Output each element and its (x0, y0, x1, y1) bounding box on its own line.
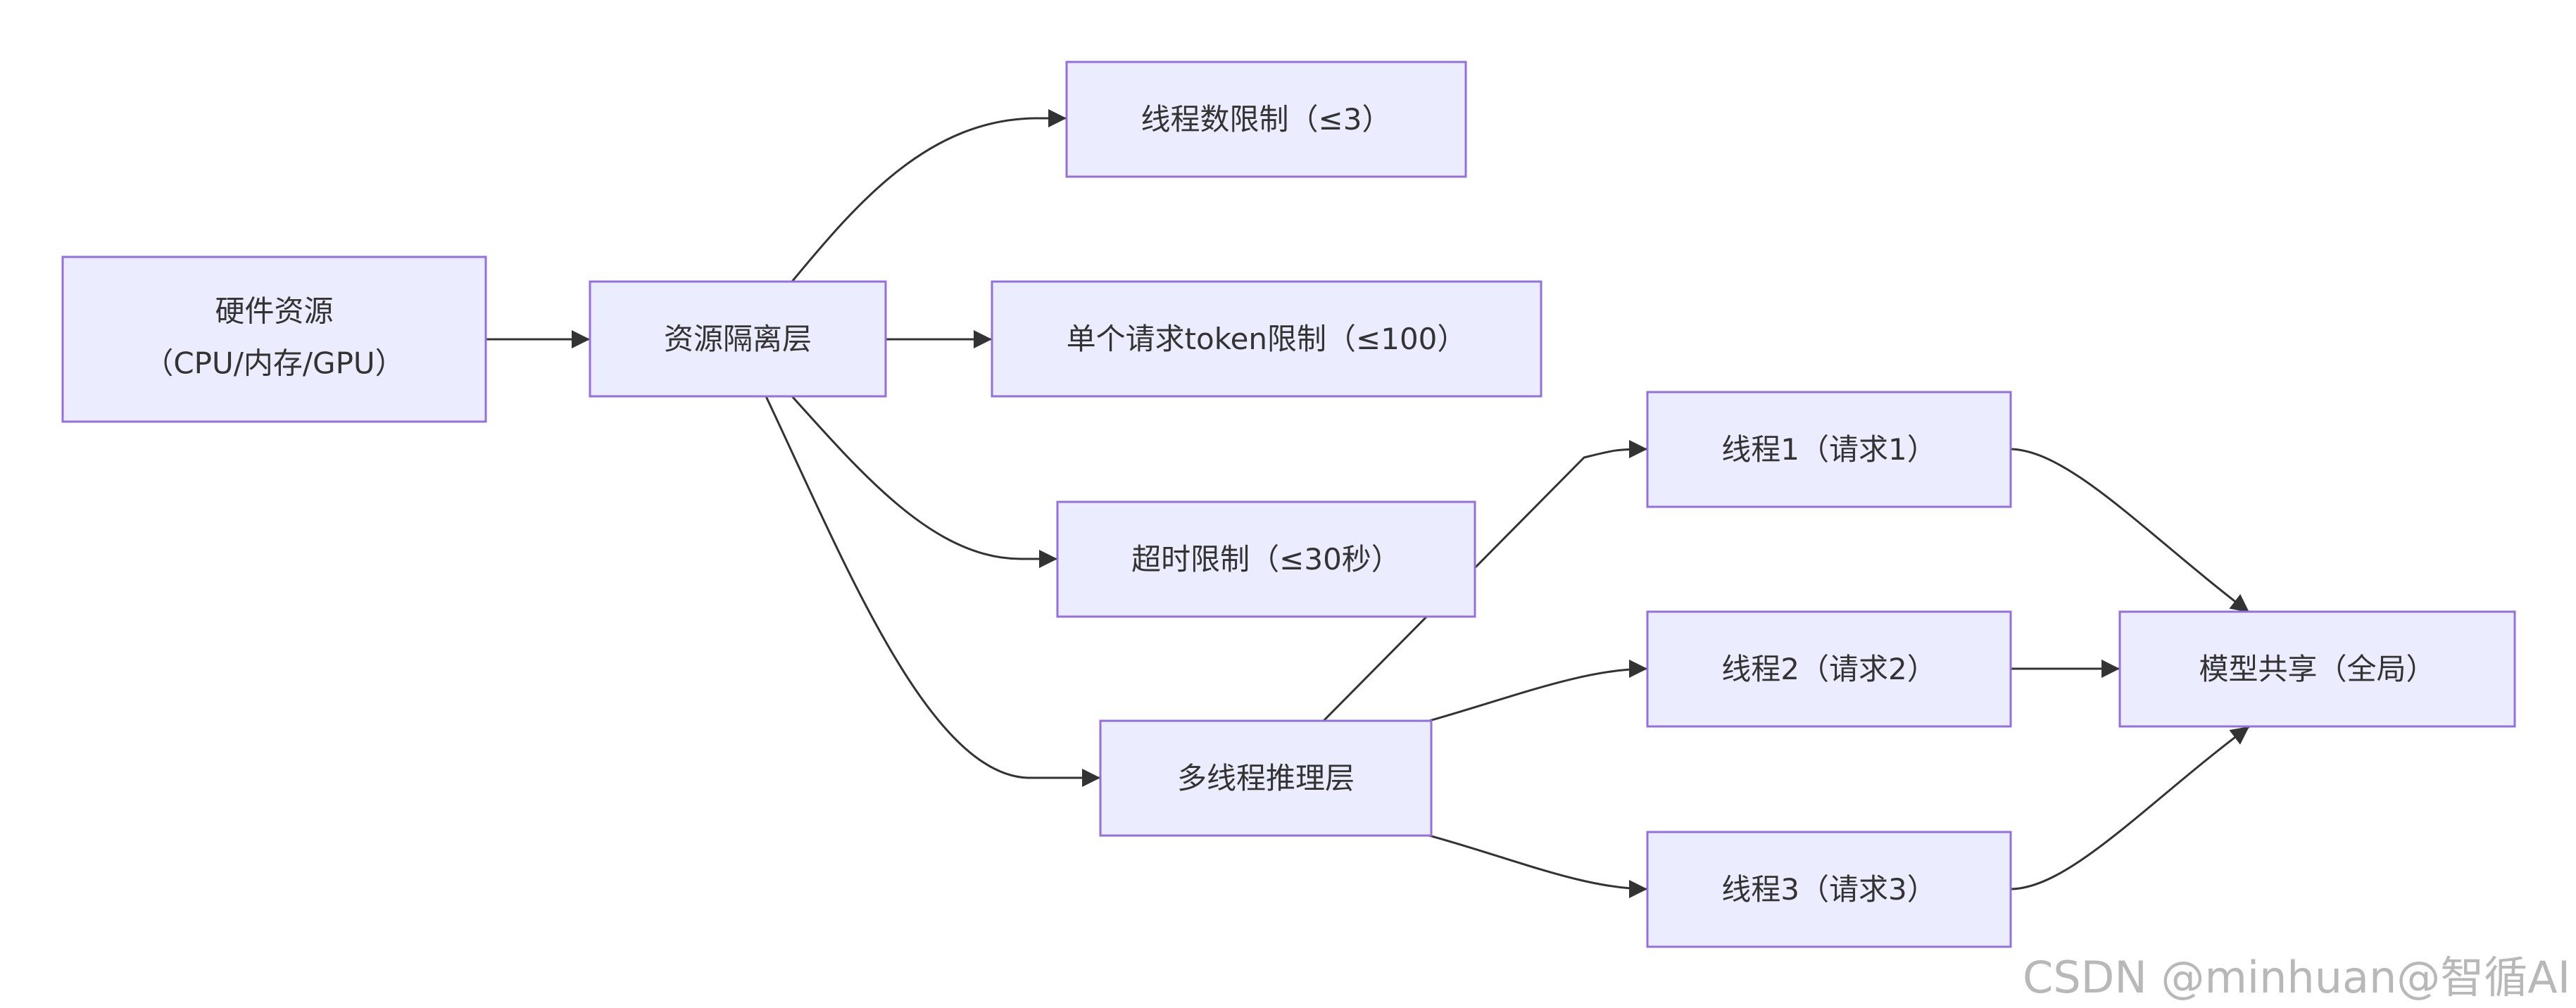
edge-isolation-to-thread-limit (791, 109, 1067, 282)
edge-isolation-to-timeout-limit (791, 395, 1057, 568)
node-multithread-inference-label: 多线程推理层 (1177, 761, 1355, 795)
edge-multithread-to-thread3 (1428, 834, 1648, 898)
node-timeout-limit: 超时限制（≤30秒） (1056, 500, 1476, 618)
edge-multithread-to-thread2 (1428, 660, 1648, 722)
node-thread-count-limit-label: 线程数限制（≤3） (1141, 102, 1392, 137)
node-resource-isolation: 资源隔离层 (589, 280, 887, 398)
node-hardware-resources-line2: （CPU/内存/GPU） (144, 346, 404, 381)
node-token-limit-label: 单个请求token限制（≤100） (1067, 322, 1467, 356)
node-timeout-limit-label: 超时限制（≤30秒） (1131, 542, 1401, 577)
node-token-limit: 单个请求token限制（≤100） (991, 280, 1543, 398)
node-multithread-inference: 多线程推理层 (1099, 719, 1433, 837)
edges (486, 109, 2250, 898)
edge-isolation-to-multithread (765, 396, 1100, 787)
node-thread-2-label: 线程2（请求2） (1721, 652, 1936, 686)
node-resource-isolation-label: 资源隔离层 (664, 322, 812, 356)
node-thread-1-label: 线程1（请求1） (1721, 432, 1936, 467)
edge-thread1-to-model (2010, 448, 2250, 614)
node-model-shared: 模型共享（全局） (2118, 610, 2516, 728)
node-thread-count-limit: 线程数限制（≤3） (1065, 61, 1467, 178)
edge-multithread-to-thread1 (1322, 440, 1648, 722)
node-hardware-resources: 硬件资源 （CPU/内存/GPU） (61, 256, 487, 423)
node-thread-2: 线程2（请求2） (1646, 610, 2012, 728)
node-thread-3-label: 线程3（请求3） (1721, 872, 1936, 907)
edge-thread3-to-model (2010, 725, 2250, 890)
node-hardware-resources-line1: 硬件资源 (215, 294, 333, 329)
csdn-watermark: CSDN @minhuan@智循AI (2023, 952, 2570, 1003)
node-model-shared-label: 模型共享（全局） (2199, 652, 2435, 686)
node-thread-3: 线程3（请求3） (1646, 831, 2012, 948)
node-thread-1: 线程1（请求1） (1646, 391, 2012, 508)
